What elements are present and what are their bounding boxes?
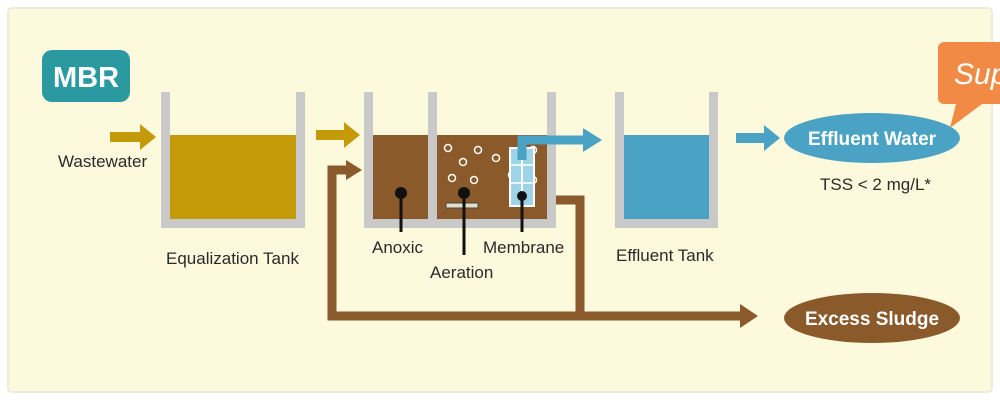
- pointer-lines: [399, 193, 524, 255]
- mbr-badge: MBR: [42, 50, 130, 102]
- effluent-water-output: Effluent Water: [784, 113, 960, 163]
- effluent-tank-label: Effluent Tank: [616, 246, 714, 265]
- excess-sludge-text: Excess Sludge: [805, 309, 939, 330]
- permeate-arrow: [517, 128, 602, 160]
- callout-box: Sup: [938, 42, 1000, 128]
- sludge-lines: [327, 165, 742, 321]
- pointer-dots: [395, 187, 527, 201]
- equalization-tank: [161, 92, 305, 228]
- tss-label: TSS < 2 mg/L*: [820, 175, 931, 194]
- effluent-arrow: [736, 125, 780, 151]
- wastewater-label: Wastewater: [58, 152, 147, 171]
- recycle-arrowhead: [346, 160, 362, 180]
- excess-sludge-output: Excess Sludge: [784, 293, 960, 343]
- aeration-label: Aeration: [430, 263, 493, 282]
- aeration-diffuser: [445, 202, 479, 209]
- tank-divider: [428, 92, 437, 219]
- equalization-liquid: [170, 135, 296, 219]
- badge-text: MBR: [53, 62, 119, 94]
- feed-arrow: [316, 122, 360, 148]
- effluent-liquid: [624, 135, 709, 219]
- callout-text: Sup: [954, 58, 1000, 91]
- equalization-tank-label: Equalization Tank: [166, 249, 299, 268]
- anoxic-label: Anoxic: [372, 238, 424, 257]
- membrane-label: Membrane: [483, 238, 564, 257]
- wastewater-arrow: [110, 124, 156, 150]
- effluent-water-text: Effluent Water: [808, 129, 937, 150]
- excess-sludge-arrowhead: [740, 304, 758, 328]
- effluent-tank: [615, 92, 718, 228]
